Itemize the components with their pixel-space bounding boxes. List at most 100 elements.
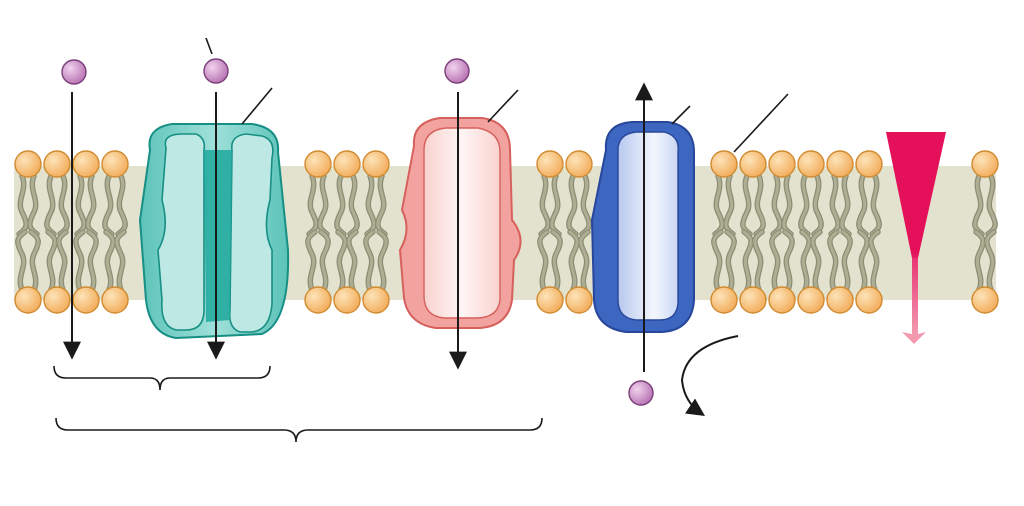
lipid-head (971, 286, 999, 314)
transport-arrows (63, 82, 739, 416)
lipid-tail (86, 174, 97, 236)
lipid-tail (782, 174, 793, 236)
lipid-tail (713, 174, 724, 236)
lipid-head (855, 286, 883, 314)
lipid-heads (14, 150, 999, 314)
lipid-tail (335, 174, 346, 236)
solute-molecule-icon (61, 59, 87, 85)
lipid-tail (725, 230, 736, 292)
lipid-tail (306, 230, 317, 292)
lipid-head (971, 150, 999, 178)
lipid-tail (364, 230, 375, 292)
leader-line-channel (241, 87, 273, 125)
lipid-head (768, 286, 796, 314)
lipid-tail (74, 230, 85, 292)
lipid-tail (799, 174, 810, 236)
lipid-tail (365, 174, 376, 236)
lipid-tail (986, 174, 997, 236)
lipid-head (43, 150, 71, 178)
lipid-tail (336, 230, 347, 292)
lipid-head (304, 286, 332, 314)
lipid-head (333, 150, 361, 178)
lipid-tail (17, 174, 28, 236)
lipid-tail (116, 174, 127, 236)
lipid-tail (29, 230, 40, 292)
lipid-tail (318, 174, 329, 236)
lipid-tail (974, 230, 985, 292)
solute-molecule-icon (444, 58, 470, 84)
lipid-tail (87, 230, 98, 292)
lipid-tail (841, 230, 852, 292)
lipid-tail (579, 230, 590, 292)
carrier-protein (398, 117, 522, 329)
lipid-tail (377, 230, 388, 292)
lipid-head (333, 286, 361, 314)
bracket-large (55, 417, 543, 443)
lipid-tail (811, 230, 822, 292)
solute-molecule-icon (203, 58, 229, 84)
leader-line-membrane (733, 93, 789, 153)
lipid-tail (580, 174, 591, 236)
lipid-tail (348, 174, 359, 236)
lipid-head (797, 286, 825, 314)
bracket-small (53, 365, 271, 391)
lipid-head (768, 150, 796, 178)
lipid-tail (742, 230, 753, 292)
lipid-head (43, 286, 71, 314)
lipid-tail (783, 230, 794, 292)
lipid-tail (840, 174, 851, 236)
lipid-tail (103, 174, 114, 236)
lipid-tail (568, 230, 579, 292)
lipid-tail (869, 230, 880, 292)
lipid-tail (115, 230, 126, 292)
lipid-head (739, 150, 767, 178)
lipid-tail (870, 174, 881, 236)
lipid-tail (973, 174, 984, 236)
lipid-tail (75, 174, 86, 236)
lipid-head (72, 286, 100, 314)
lipid-tails (15, 173, 998, 293)
lipid-tail (104, 230, 115, 292)
lipid-head (739, 286, 767, 314)
lipid-tail (857, 174, 868, 236)
lipid-tail (58, 174, 69, 236)
lipid-tail (347, 230, 358, 292)
lipid-tail (539, 174, 550, 236)
channel-protein (138, 123, 290, 340)
lipid-tail (724, 174, 735, 236)
lipid-head (362, 286, 390, 314)
lipid-tail (45, 174, 56, 236)
concentration-gradient-wedge-icon (886, 132, 946, 344)
lipid-tail (307, 174, 318, 236)
leader-line-carrier (487, 89, 519, 123)
lipid-head (14, 286, 42, 314)
solute-molecule-icon (628, 380, 654, 406)
lipid-head (565, 286, 593, 314)
lipid-tail (319, 230, 330, 292)
lipid-tail (376, 174, 387, 236)
lipid-tail (828, 230, 839, 292)
lipid-head (536, 150, 564, 178)
grouping-brackets (53, 365, 543, 443)
lipid-tail (551, 230, 562, 292)
lipid-head (797, 150, 825, 178)
lipid-head (14, 150, 42, 178)
lipid-tail (57, 230, 68, 292)
lipid-tail (812, 174, 823, 236)
lipid-head (72, 150, 100, 178)
leader-lines (205, 37, 789, 153)
lipid-head (855, 150, 883, 178)
lipid-head (101, 286, 129, 314)
lipid-tail (770, 230, 781, 292)
lipid-tail (753, 230, 764, 292)
lipid-head (710, 286, 738, 314)
direction-arrow-icon (680, 335, 739, 416)
solute-molecules (61, 58, 654, 406)
lipid-head (101, 150, 129, 178)
lipid-tail (829, 174, 840, 236)
lipid-tail (712, 230, 723, 292)
lipid-tail (567, 174, 578, 236)
lipid-tail (754, 174, 765, 236)
